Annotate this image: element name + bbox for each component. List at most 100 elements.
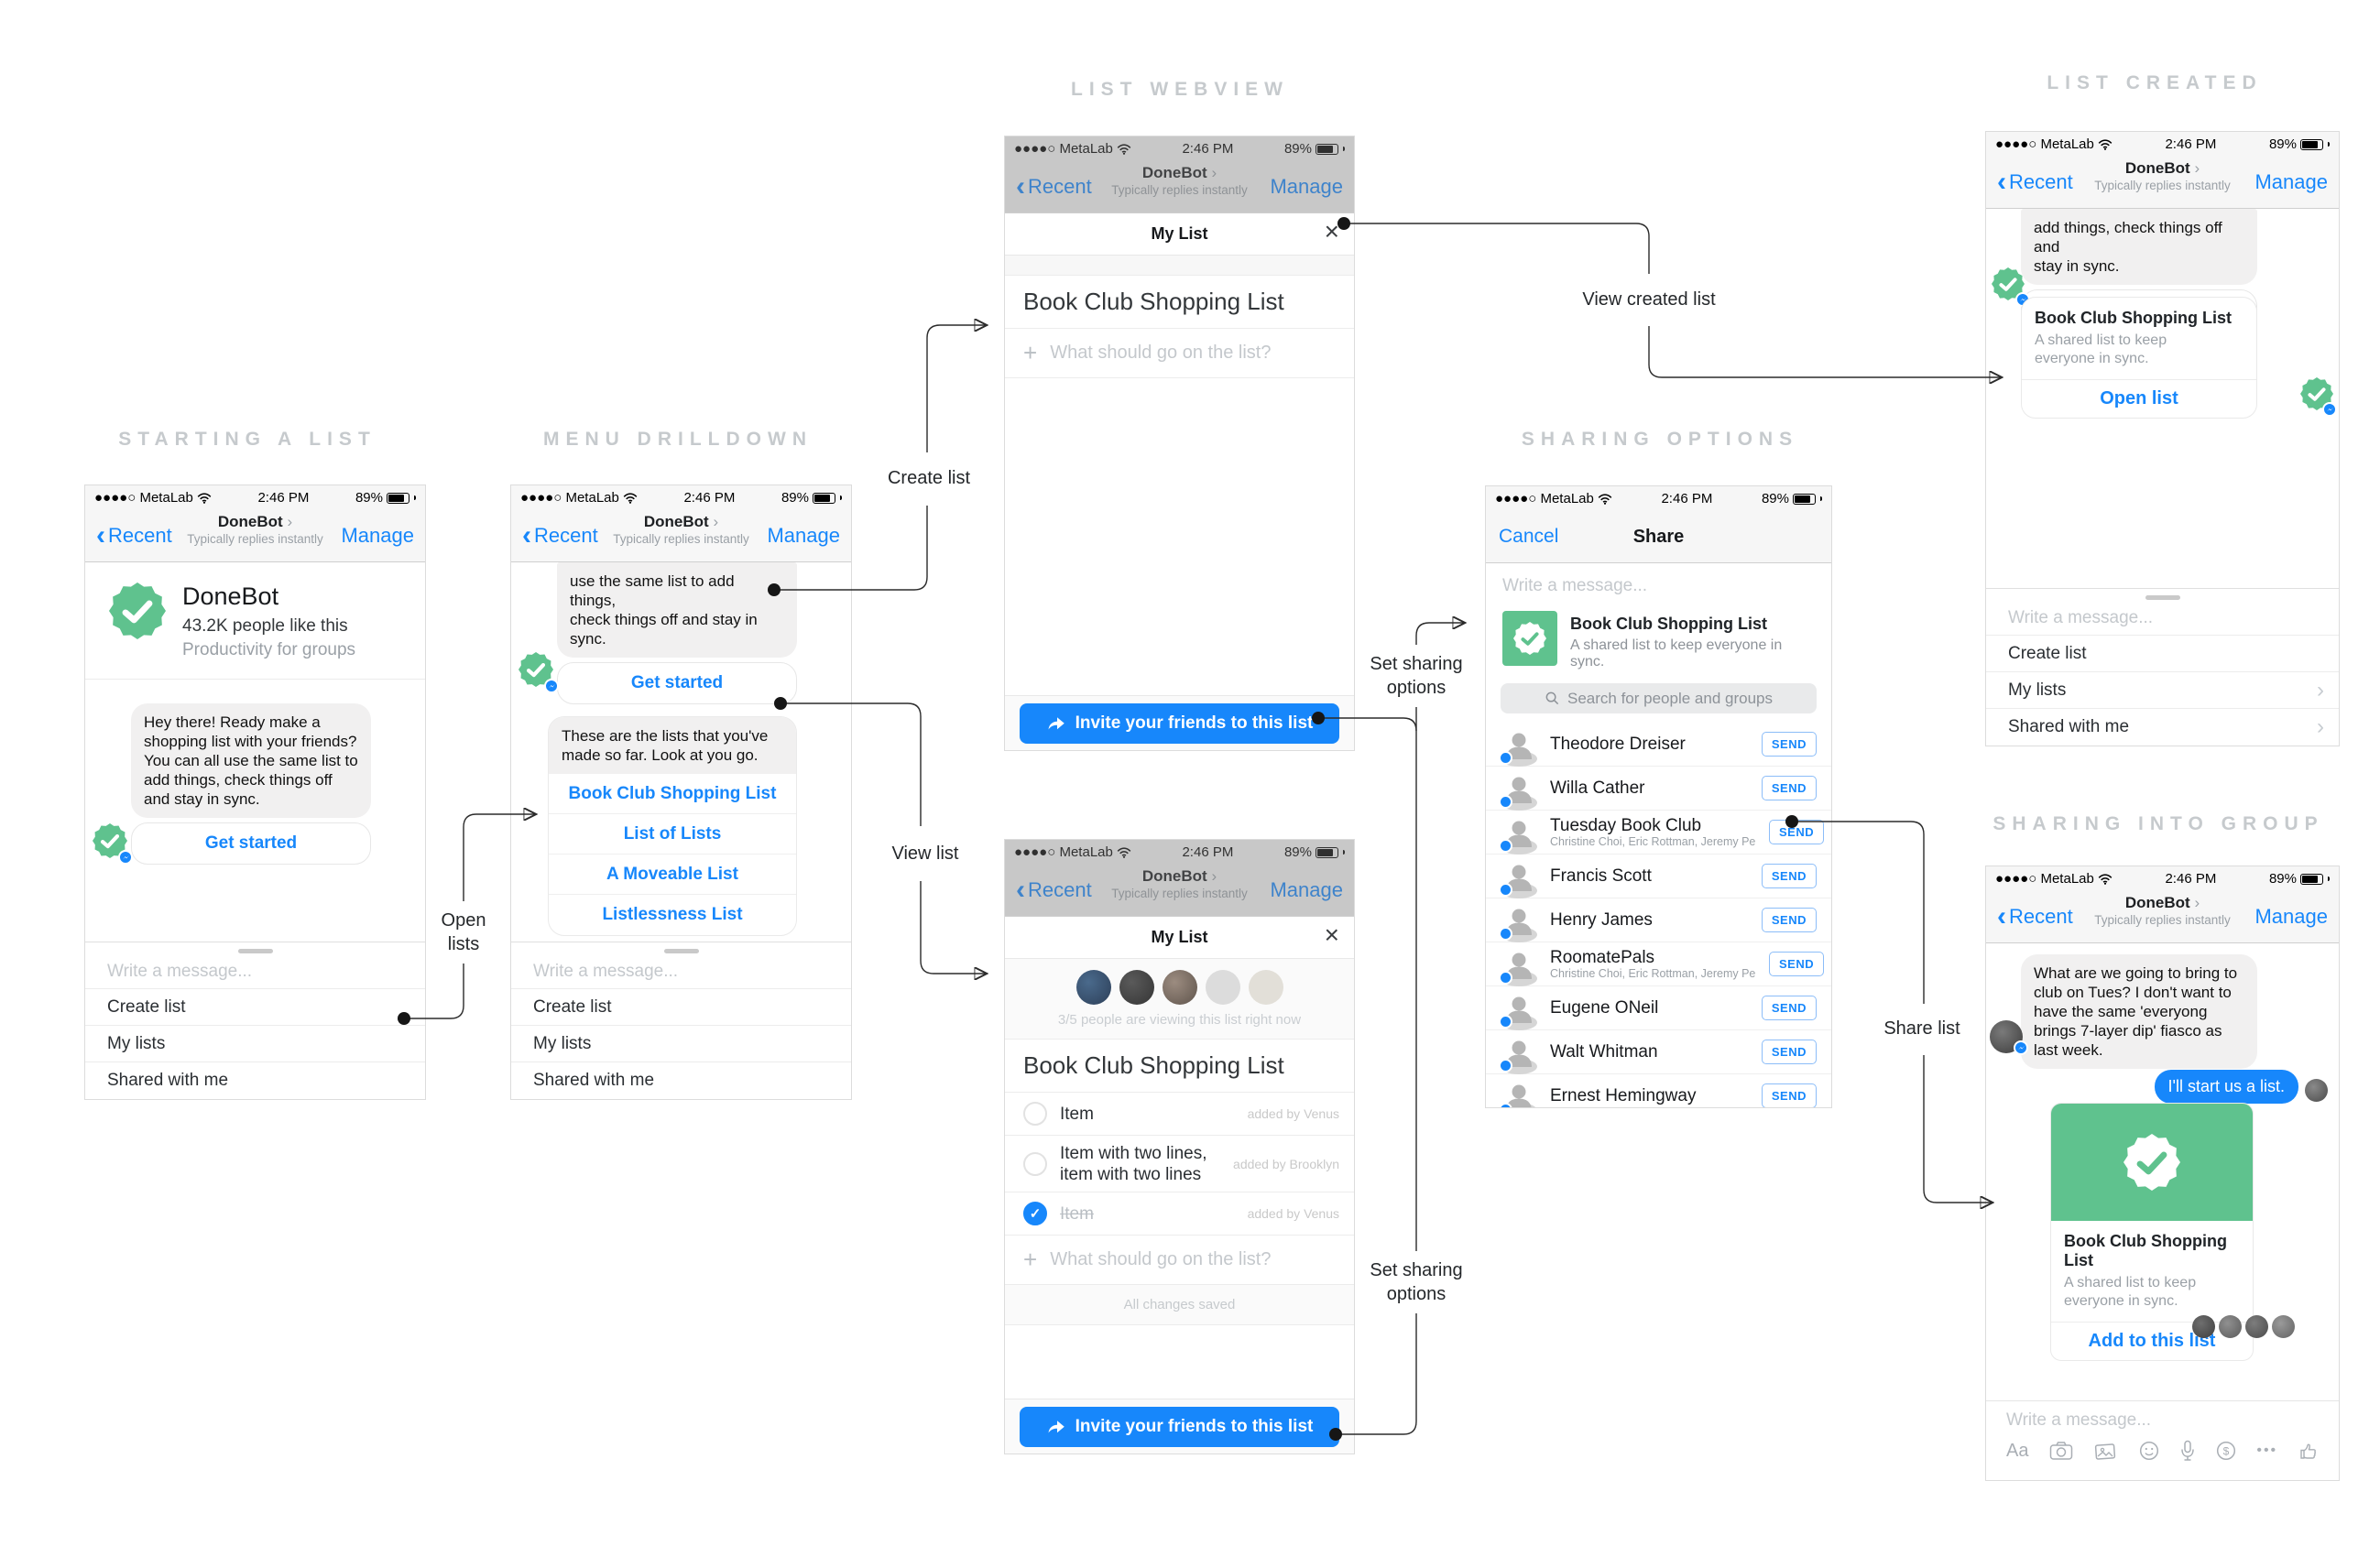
messenger-active-icon <box>1499 926 1512 941</box>
checkbox-unchecked-icon[interactable] <box>1023 1102 1047 1126</box>
camera-icon[interactable] <box>2049 1441 2073 1461</box>
close-icon[interactable]: × <box>1324 217 1339 245</box>
list-item-checked[interactable]: ✓ Item added by Venus <box>1005 1192 1354 1236</box>
chat-title[interactable]: DoneBot › <box>217 513 293 530</box>
message-input[interactable]: Write a message... <box>2006 1410 2152 1430</box>
more-icon[interactable]: ••• <box>2256 1443 2278 1458</box>
back-button[interactable]: ‹Recent <box>1016 875 1092 905</box>
nav-bar: ‹Recent DoneBot › Typically replies inst… <box>511 510 851 561</box>
list-name-field[interactable]: Book Club Shopping List <box>1005 1040 1354 1093</box>
contact-row[interactable]: Walt Whitman SEND <box>1486 1030 1831 1074</box>
send-button[interactable]: SEND <box>1761 732 1817 757</box>
back-button[interactable]: ‹Recent <box>1016 171 1092 201</box>
send-button[interactable]: SEND <box>1761 776 1817 800</box>
list-link-book-club[interactable]: Book Club Shopping List <box>549 774 796 814</box>
chevron-left-icon: ‹ <box>1016 875 1025 905</box>
back-button[interactable]: ‹Recent <box>96 520 172 550</box>
menu-item-create-list[interactable]: Create list <box>85 989 425 1026</box>
drag-handle[interactable] <box>2145 595 2180 600</box>
message-input[interactable]: Write a message... <box>511 958 851 989</box>
send-button[interactable]: SEND <box>1769 820 1825 844</box>
menu-item-shared-with-me[interactable]: Shared with me <box>533 1071 655 1090</box>
drag-handle[interactable] <box>237 949 273 953</box>
chat-title[interactable]: DoneBot › <box>643 513 719 530</box>
messenger-badge-icon <box>2014 1040 2028 1055</box>
contact-row[interactable]: Willa Cather SEND <box>1486 767 1831 811</box>
emoji-icon[interactable] <box>2139 1441 2159 1461</box>
microphone-icon[interactable] <box>2180 1440 2195 1462</box>
invite-friends-button[interactable]: Invite your friends to this list <box>1020 703 1339 744</box>
manage-button[interactable]: Manage <box>1270 878 1343 901</box>
text-format-button[interactable]: Aa <box>2006 1440 2029 1461</box>
list-link-moveable[interactable]: A Moveable List <box>549 855 796 895</box>
contact-row[interactable]: Eugene ONeil SEND <box>1486 986 1831 1030</box>
contact-row[interactable]: Ernest Hemingway SEND <box>1486 1074 1831 1107</box>
flow-label-view-created-list: View created list <box>1573 280 1725 319</box>
list-item[interactable]: Item added by Venus <box>1005 1093 1354 1136</box>
payments-icon[interactable] <box>2216 1441 2236 1461</box>
contact-row[interactable]: Francis Scott SEND <box>1486 855 1831 898</box>
phone-menu-drilldown: use the same list to add things, check t… <box>510 484 852 1100</box>
send-button[interactable]: SEND <box>1761 1083 1817 1107</box>
manage-button[interactable]: Manage <box>341 524 414 547</box>
menu-item-create-list[interactable]: Create list <box>1986 636 2339 672</box>
send-button[interactable]: SEND <box>1761 1040 1817 1064</box>
get-started-button[interactable]: Get started <box>557 662 797 704</box>
chat-title[interactable]: DoneBot › <box>2124 894 2200 911</box>
menu-item-my-lists[interactable]: My lists <box>85 1026 425 1062</box>
battery-icon <box>2300 138 2323 150</box>
send-button[interactable]: SEND <box>1761 864 1817 888</box>
photos-icon[interactable] <box>2094 1441 2118 1461</box>
chat-subtitle: Typically replies instantly <box>2094 179 2231 192</box>
manage-button[interactable]: Manage <box>1270 175 1343 198</box>
menu-item-shared-with-me[interactable]: Shared with me <box>107 1071 229 1090</box>
contact-row[interactable]: RoomatePals Christine Choi, Eric Rottman… <box>1486 942 1831 986</box>
menu-item-shared-with-me[interactable]: Shared with me› <box>1986 709 2339 746</box>
open-list-button[interactable]: Open list <box>2022 379 2256 418</box>
sent-message-bubble: I'll start us a list. <box>2154 1070 2298 1104</box>
list-link-list-of-lists[interactable]: List of Lists <box>549 814 796 855</box>
contact-row[interactable]: Henry James SEND <box>1486 898 1831 942</box>
seen-avatar <box>2192 1315 2215 1338</box>
checkbox-checked-icon[interactable]: ✓ <box>1023 1202 1047 1225</box>
menu-item-create-list[interactable]: Create list <box>511 989 851 1026</box>
drag-handle[interactable] <box>663 949 699 953</box>
shared-list-card: Book Club Shopping List A shared list to… <box>2050 1103 2254 1361</box>
search-input[interactable]: Search for people and groups <box>1501 683 1817 713</box>
card-hero <box>2051 1104 2253 1221</box>
viewer-avatar-inactive <box>1205 970 1240 1005</box>
contact-row[interactable]: Theodore Dreiser SEND <box>1486 723 1831 767</box>
get-started-button[interactable]: Get started <box>131 822 371 865</box>
close-icon[interactable]: × <box>1324 920 1339 949</box>
share-arrow-icon <box>1046 715 1066 732</box>
send-button[interactable]: SEND <box>1769 952 1825 976</box>
list-item[interactable]: Item with two lines, item with two lines… <box>1005 1136 1354 1192</box>
add-item-row[interactable]: + What should go on the list? <box>1005 1236 1354 1285</box>
chat-title[interactable]: DoneBot › <box>1141 164 1217 181</box>
add-to-list-button[interactable]: Add to this list <box>2051 1322 2253 1360</box>
chat-title[interactable]: DoneBot › <box>1141 867 1217 885</box>
back-button[interactable]: ‹Recent <box>522 520 598 550</box>
send-button[interactable]: SEND <box>1761 996 1817 1020</box>
invite-friends-button[interactable]: Invite your friends to this list <box>1020 1407 1339 1447</box>
back-button[interactable]: ‹Recent <box>1997 167 2073 197</box>
message-input[interactable]: Write a message... <box>85 958 425 989</box>
list-name-field[interactable]: Book Club Shopping List <box>1005 276 1354 329</box>
menu-item-my-lists[interactable]: My lists› <box>1986 672 2339 709</box>
chat-title[interactable]: DoneBot › <box>2124 159 2200 177</box>
add-item-row[interactable]: + What should go on the list? <box>1005 329 1354 378</box>
contact-row[interactable]: Tuesday Book Club Christine Choi, Eric R… <box>1486 811 1831 855</box>
back-button[interactable]: ‹Recent <box>1997 901 2073 931</box>
manage-button[interactable]: Manage <box>2254 905 2328 928</box>
share-message-input[interactable]: Write a message... <box>1502 576 1648 595</box>
menu-item-my-lists[interactable]: My lists <box>511 1026 851 1062</box>
send-button[interactable]: SEND <box>1761 908 1817 932</box>
checkbox-unchecked-icon[interactable] <box>1023 1151 1047 1176</box>
phone-sharing-into-group: ●●●●○ MetaLab 2:46 PM 89% ‹Recent DoneBo… <box>1985 866 2340 1481</box>
manage-button[interactable]: Manage <box>2254 170 2328 193</box>
list-link-listlessness[interactable]: Listlessness List <box>602 905 743 924</box>
cancel-button[interactable]: Cancel <box>1499 526 1559 547</box>
message-input[interactable]: Write a message... <box>1986 604 2339 636</box>
thumbs-up-icon[interactable] <box>2298 1441 2319 1461</box>
contact-list: Theodore Dreiser SEND Willa Cather SEND … <box>1486 723 1831 1107</box>
